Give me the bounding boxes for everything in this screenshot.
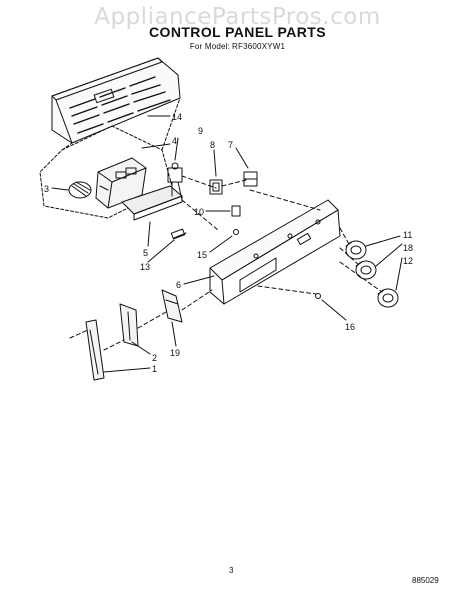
callout-13: 13 [140, 262, 150, 272]
part-5-plate [121, 185, 183, 221]
assembly-outline [39, 97, 181, 219]
part-12-knob [377, 288, 399, 308]
callout-5: 5 [143, 248, 148, 258]
part-3-switch [68, 181, 92, 199]
model-line: For Model:RF3600XYW1 [0, 42, 475, 51]
callout-leaders [51, 115, 403, 373]
callout-4: 4 [172, 136, 177, 146]
alignment-lines [69, 175, 383, 351]
callout-1: 1 [152, 364, 157, 374]
part-2-end-cap [119, 303, 139, 347]
callout-labels: 14 4 9 8 7 3 10 5 15 13 11 18 12 6 16 2 … [44, 112, 413, 374]
callout-11: 11 [403, 230, 412, 240]
part-10-clip [231, 205, 241, 217]
part-4-timer-bracket [95, 157, 147, 209]
callout-9: 9 [198, 126, 203, 136]
callout-6: 6 [176, 280, 181, 290]
part-13-clips [170, 228, 187, 240]
part-8-switch [209, 179, 223, 195]
part-19-bracket [161, 289, 183, 323]
document-code: 885029 [412, 576, 439, 585]
page-number: 3 [229, 566, 234, 575]
part-16-screw [315, 293, 321, 299]
part-18-knob [355, 260, 377, 280]
page-title: CONTROL PANEL PARTS [149, 24, 326, 40]
callout-2: 2 [152, 353, 157, 363]
part-6-control-panel [209, 199, 341, 305]
callout-12: 12 [403, 256, 413, 266]
part-1-end-trim [85, 319, 105, 381]
site-watermark: AppliancePartsPros.com [94, 4, 381, 30]
callout-19: 19 [170, 348, 180, 358]
model-number: RF3600XYW1 [232, 42, 286, 51]
part-15-screw [233, 229, 239, 235]
callout-15: 15 [197, 250, 207, 260]
part-7-switch [243, 171, 258, 187]
callout-3: 3 [44, 184, 49, 194]
callout-10: 10 [194, 207, 204, 217]
callout-7: 7 [228, 140, 233, 150]
part-9-switch [167, 162, 183, 201]
part-14-control-panel-back [51, 57, 181, 144]
callout-8: 8 [210, 140, 215, 150]
callout-18: 18 [403, 243, 413, 253]
callout-14: 14 [172, 112, 182, 122]
callout-16: 16 [345, 322, 355, 332]
model-label: For Model: [189, 42, 231, 51]
